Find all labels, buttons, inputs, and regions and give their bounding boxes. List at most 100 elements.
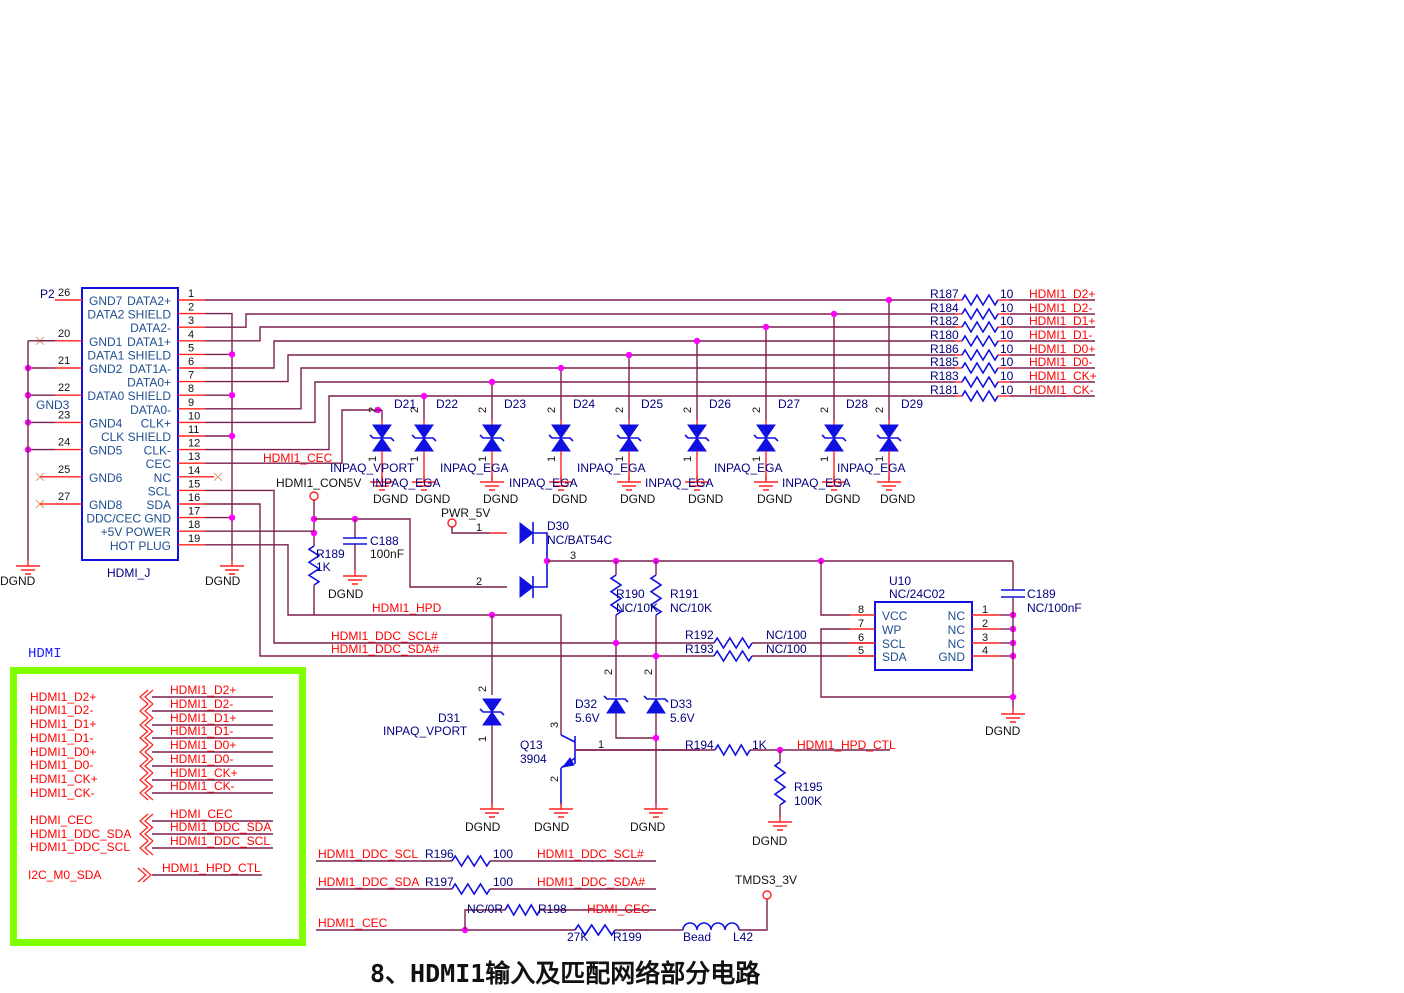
diode-value: 5.6V	[575, 711, 600, 725]
resistor-r189	[307, 545, 321, 586]
net-label: HDMI1_D0-	[1029, 355, 1092, 369]
pin-number: 21	[58, 355, 70, 367]
pin-number: 3	[188, 315, 194, 327]
junction-dot	[1009, 693, 1017, 701]
sheet-port-label: I2C_M0_SDA	[28, 868, 101, 882]
series-resistor	[961, 293, 999, 307]
pin-label: DATA2-	[130, 321, 171, 335]
ground-icon	[16, 565, 40, 575]
ground-icon	[685, 481, 709, 491]
pin-number: 6	[858, 632, 864, 644]
capacitor-ref: C188	[370, 534, 399, 548]
net-label: HDMI_CEC	[587, 902, 650, 916]
sheet-port-label: HDMI1_D0-	[30, 758, 93, 772]
net-label: HDMI1_CEC	[318, 916, 388, 930]
pin-number: 2	[603, 669, 615, 675]
wire	[739, 899, 768, 931]
ground-icon	[822, 481, 846, 491]
diode-ref: D26	[709, 397, 731, 411]
diode-bar	[369, 434, 395, 442]
diode-value: NC/BAT54C	[547, 533, 612, 547]
resistor-r191	[649, 574, 663, 616]
connector-name: HDMI_J	[107, 566, 150, 580]
net-label: HDMI1_CK-	[1029, 383, 1094, 397]
ground-icon	[480, 808, 504, 818]
resistor-r198	[504, 903, 541, 917]
resistor-value: 1K	[752, 738, 767, 752]
wire	[205, 367, 955, 410]
pin-number: 2	[409, 407, 421, 413]
pin-number: 2	[546, 407, 558, 413]
ground-icon	[644, 808, 668, 818]
diode-ref: D22	[436, 397, 458, 411]
ground-label: DGND	[880, 492, 916, 506]
pin-number: 14	[188, 465, 200, 477]
pin-number: 2	[614, 407, 626, 413]
diode-part: INPAQ_EGA	[577, 461, 645, 475]
bead-l42-icon	[682, 922, 740, 931]
net-label: HDMI1_DDC_SDA#	[537, 875, 645, 889]
pin-number: 1	[982, 604, 988, 616]
pin-number: 2	[477, 407, 489, 413]
pin-label: DAT1A-	[129, 362, 171, 376]
pin-label: GND7	[89, 294, 123, 308]
input-port-icon	[139, 785, 154, 801]
pin-label: GND5	[89, 444, 123, 458]
ground-icon	[768, 821, 792, 831]
diode-part: INPAQ_EGA	[714, 461, 782, 475]
pin-label: GND6	[89, 471, 123, 485]
net-label: HDMI1_DDC_SDA	[318, 875, 419, 889]
resistor-value: NC/10K	[670, 601, 712, 615]
ground-icon	[1001, 713, 1025, 723]
resistor-value: NC/100	[766, 642, 807, 656]
pin-label: GND3	[36, 398, 70, 412]
ground-label: DGND	[328, 587, 364, 601]
junction-dot	[762, 323, 770, 331]
capacitor-icon	[1001, 589, 1025, 598]
pin-number: 8	[188, 383, 194, 395]
resistor-value: NC/0R	[467, 902, 503, 916]
pin-number: 1	[367, 456, 379, 462]
resistor-ref: R194	[685, 738, 714, 752]
inductor-value: Bead	[683, 930, 711, 944]
pin-number: 4	[982, 645, 988, 657]
resistor-r194	[714, 743, 751, 757]
ground-icon	[549, 808, 573, 818]
diode-ref: D25	[641, 397, 663, 411]
net-label: HDMI1_DDC_SDA#	[331, 642, 439, 656]
resistor-value: NC/100	[766, 628, 807, 642]
junction-dot	[830, 310, 838, 318]
capacitor-icon	[343, 537, 367, 545]
resistor-r192	[713, 636, 753, 650]
pin-number: 27	[58, 491, 70, 503]
junction-dot	[228, 514, 236, 521]
pin-number: 16	[188, 492, 200, 504]
junction-dot	[228, 432, 236, 440]
pin-label: DATA0 SHIELD	[87, 389, 171, 403]
ground-icon	[617, 481, 641, 491]
pin-number: 1	[598, 739, 604, 751]
wire	[314, 518, 507, 588]
output-port-icon	[137, 867, 152, 883]
diode-ref: D21	[394, 397, 416, 411]
net-label: HDMI1_CEC	[263, 451, 333, 465]
diode-ref: D32	[575, 697, 597, 711]
resistor-ref: R180	[930, 328, 959, 342]
pin-number: 3	[570, 550, 576, 562]
junction-dot	[652, 734, 660, 742]
ground-icon	[220, 565, 244, 575]
diode-bar	[603, 695, 629, 703]
ground-label: DGND	[483, 492, 519, 506]
sheet-port-label: HDMI1_D2+	[30, 690, 96, 704]
pin-label: DDC/CEC GND	[86, 512, 171, 526]
ground-icon	[549, 481, 573, 491]
sheet-port-label: HDMI1_DDC_SDA	[30, 827, 131, 841]
pin-number: 9	[188, 397, 194, 409]
diode-ref: D24	[573, 397, 595, 411]
diode-part: INPAQ_EGA	[372, 476, 440, 490]
no-connect-icon	[213, 472, 223, 482]
wire	[451, 527, 490, 534]
pin-label: CEC	[146, 457, 172, 471]
pin-number: 1	[682, 456, 694, 462]
resistor-value: 10	[1000, 301, 1014, 315]
